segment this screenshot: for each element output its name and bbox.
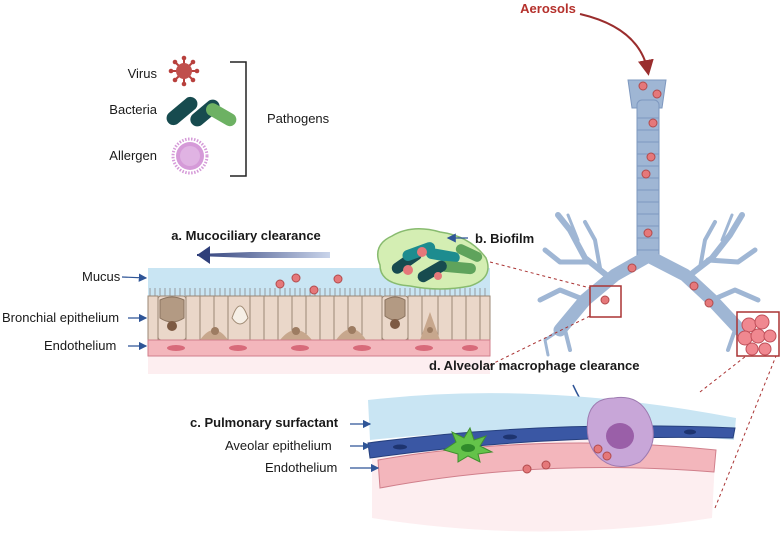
bronchial-panel: a. Mucociliary clearance (2, 228, 534, 374)
virus-icon (168, 55, 200, 87)
legend-allergen-label: Allergen (109, 148, 157, 163)
legend-pathogens-label: Pathogens (267, 111, 330, 126)
biofilm-label: b. Biofilm (475, 231, 534, 246)
alveolar-macrophage (586, 396, 654, 467)
alveolar-zoom-box (736, 311, 780, 357)
legend-virus-label: Virus (128, 66, 158, 81)
alveolar-panel: d. Alveolar macrophage clearance (190, 358, 736, 532)
macrophage-title: d. Alveolar macrophage clearance (429, 358, 640, 373)
aerosols-label: Aerosols (520, 1, 576, 16)
legend-bracket (230, 61, 247, 177)
goblet-cells (159, 296, 440, 340)
bronchial-endothelium-label: Endothelium (44, 338, 116, 353)
mucociliary-title: a. Mucociliary clearance (171, 228, 321, 243)
surfactant-label: c. Pulmonary surfactant (190, 415, 339, 430)
alveolar-endothelium-label: Endothelium (265, 460, 337, 475)
bronchial-epithelium-cells (147, 295, 491, 341)
mucus-label-arrow (121, 273, 148, 282)
bronchial-endothelium (147, 339, 491, 357)
legend-bacteria-label: Bacteria (109, 102, 157, 117)
pathogen-legend: Virus Bacteria Allergen (109, 55, 330, 177)
cilia (149, 288, 486, 296)
airway-tree (489, 79, 780, 509)
allergen-icon (171, 137, 209, 175)
alveolar-epithelium-label: Aveolar epithelium (225, 438, 332, 453)
mucus-particles (275, 273, 343, 295)
biofilm-cluster (377, 228, 489, 290)
mucociliary-arrow (197, 252, 330, 258)
mucus-label: Mucus (82, 269, 121, 284)
aerosols-arrow (579, 13, 654, 76)
bacteria-icon (166, 96, 237, 127)
alveoli-cluster (737, 314, 777, 356)
bronchial-epithelium-label: Bronchial epithelium (2, 310, 119, 325)
bronchial-zoom-box (589, 285, 622, 318)
alveolar-particles (522, 460, 551, 474)
dendritic-cell (442, 426, 494, 463)
